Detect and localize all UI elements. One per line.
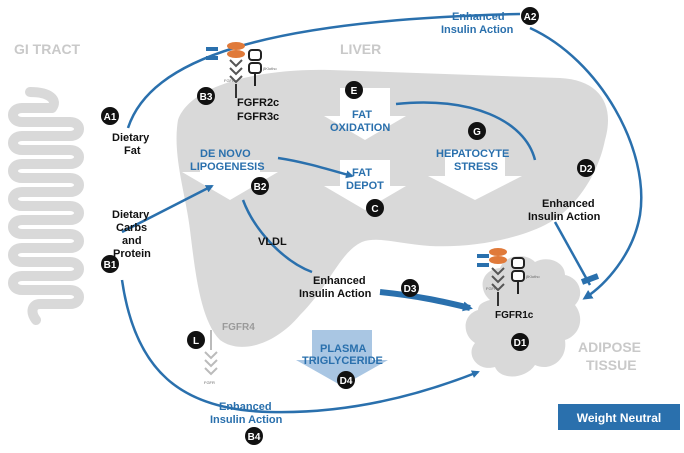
dietary-carbs-label-4: Protein [113, 248, 151, 260]
svg-text:D4: D4 [340, 376, 353, 387]
svg-text:C: C [371, 204, 378, 215]
l-fgfr-label: FGFR [204, 380, 215, 385]
d1-fgfr-label: FGFR [486, 286, 497, 291]
de-novo-label-1: DE NOVO [200, 148, 251, 160]
denovo-to-depot-line [277, 156, 354, 179]
b4-enhanced-label-1: Enhanced [219, 401, 272, 413]
badge-d1: D1 [511, 333, 529, 351]
badge-a2: A2 [521, 7, 539, 25]
badge-a1: A1 [101, 107, 119, 125]
badge-c: C [366, 199, 384, 217]
svg-text:A2: A2 [524, 12, 537, 23]
badge-d3: D3 [401, 279, 419, 297]
dietary-fat-label-2: Fat [124, 145, 141, 157]
d2-inhibition-line [553, 221, 592, 286]
adipose-label-2: TISSUE [586, 357, 637, 373]
de-novo-arrow-shape [182, 160, 278, 200]
fat-oxidation-label-1: FAT [352, 109, 372, 121]
svg-text:B2: B2 [254, 182, 267, 193]
b3-fgfr-label: FGFR [224, 78, 235, 83]
liver-shape [176, 69, 609, 347]
weight-neutral-box [558, 404, 680, 430]
badge-b1: B1 [101, 255, 119, 273]
fat-depot-arrow-shape [324, 160, 406, 210]
gi-tract-shape [8, 87, 84, 325]
d2-enhanced-label-1: Enhanced [542, 198, 595, 210]
plasma-label-1: PLASMA [320, 343, 367, 355]
badge-d2: D2 [577, 159, 595, 177]
adipose-label-1: ADIPOSE [578, 339, 641, 355]
badge-e: E [345, 81, 363, 99]
fgfr3c-label: FGFR3c [237, 111, 279, 123]
d2-enhanced-label-2: Insulin Action [528, 211, 601, 223]
dietary-fat-label-1: Dietary [112, 132, 150, 144]
a2-enhanced-label-1: Enhanced [452, 11, 505, 23]
svg-text:A1: A1 [104, 112, 117, 123]
fat-depot-label-2: DEPOT [346, 180, 384, 192]
badge-b3: B3 [197, 87, 215, 105]
d3-pathway-line [379, 289, 473, 312]
svg-text:B1: B1 [104, 260, 117, 271]
b1-to-b2-line [121, 184, 214, 234]
svg-text:D3: D3 [404, 284, 417, 295]
dietary-carbs-label-2: Carbs [116, 222, 147, 234]
hepatocyte-arrow-shape [428, 150, 522, 200]
svg-text:E: E [351, 86, 358, 97]
plasma-label-2: TRIGLYCERIDE [302, 355, 383, 367]
d1-receptor-icon: FGFR βKlotho [477, 248, 540, 306]
dietary-carbs-label-3: and [122, 235, 142, 247]
hepatocyte-label-1: HEPATOCYTE [436, 148, 509, 160]
d2-inhibition-bar [580, 273, 600, 285]
fat-depot-label-1: FAT [352, 167, 372, 179]
liver-label: LIVER [340, 41, 381, 57]
svg-text:D1: D1 [514, 338, 527, 349]
vldl-label: VLDL [258, 236, 287, 248]
plasma-arrow-shape [296, 330, 388, 386]
fgfr4-label: FGFR4 [222, 322, 255, 333]
fat-oxidation-to-d2-line [395, 101, 537, 161]
d3-enhanced-label-1: Enhanced [313, 275, 366, 287]
fat-oxidation-label-2: OXIDATION [330, 122, 390, 134]
weight-neutral-label: Weight Neutral [577, 411, 661, 425]
badge-d4: D4 [337, 371, 355, 389]
svg-text:B3: B3 [200, 92, 213, 103]
svg-text:G: G [473, 127, 481, 138]
fgfr2c-label: FGFR2c [237, 97, 279, 109]
badge-b2: B2 [251, 177, 269, 195]
d1-bklotho-label: βKlotho [526, 274, 540, 279]
badge-l: L [187, 331, 205, 349]
a2-enhanced-label-2: Insulin Action [441, 24, 514, 36]
b3-bklotho-label: βKlotho [263, 66, 277, 71]
b4-pathway-line [120, 279, 480, 414]
svg-text:D2: D2 [580, 164, 593, 175]
badge-g: G [468, 122, 486, 140]
fgfr1c-label: FGFR1c [495, 310, 534, 321]
svg-text:L: L [193, 336, 199, 347]
dietary-carbs-label-1: Dietary [112, 209, 150, 221]
fat-oxidation-arrow-shape [324, 88, 406, 140]
a2-pathway-line [529, 26, 643, 300]
de-novo-label-2: LIPOGENESIS [190, 161, 265, 173]
fgfr4-receptor-icon: FGFR [204, 330, 218, 385]
d3-enhanced-label-2: Insulin Action [299, 288, 372, 300]
b4-enhanced-label-2: Insulin Action [210, 414, 283, 426]
gi-tract-label: GI TRACT [14, 41, 81, 57]
vldl-line [241, 199, 313, 274]
hepatocyte-label-2: STRESS [454, 161, 498, 173]
badge-b4: B4 [245, 427, 263, 445]
b3-receptor-icon: FGFR βKlotho [206, 42, 277, 98]
svg-text:B4: B4 [248, 432, 261, 443]
